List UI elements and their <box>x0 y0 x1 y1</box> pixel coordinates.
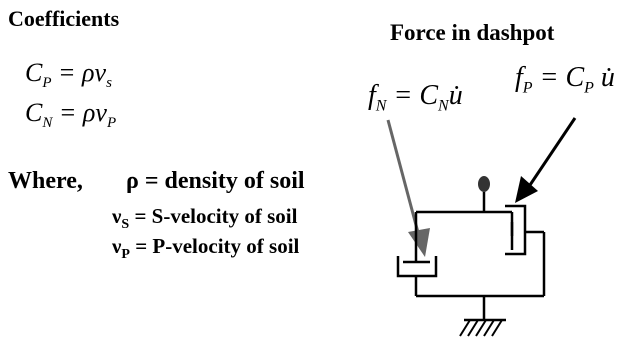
vs-definition: νS = S-velocity of soil <box>112 204 298 233</box>
fp-equation: fP = CP u̇ <box>515 62 615 97</box>
right-cylinder <box>505 204 527 256</box>
cn-equation: CN = ρvP <box>25 98 117 132</box>
fn-arrow <box>386 119 422 241</box>
top-node <box>478 176 490 192</box>
fn-arrowhead <box>408 228 430 257</box>
ground-hatching <box>459 319 503 337</box>
rho-definition: ρ = density of soil <box>126 168 305 194</box>
cp-equation: CP = ρvs <box>25 58 112 92</box>
where-label: Where, <box>8 168 83 194</box>
coefficients-heading: Coefficients <box>8 6 120 31</box>
fp-arrow <box>528 117 577 186</box>
force-heading: Force in dashpot <box>390 20 555 45</box>
fp-arrowhead <box>515 176 538 203</box>
fn-equation: fN = CNu̇ <box>368 80 463 115</box>
vp-definition: νP = P-velocity of soil <box>112 234 300 263</box>
